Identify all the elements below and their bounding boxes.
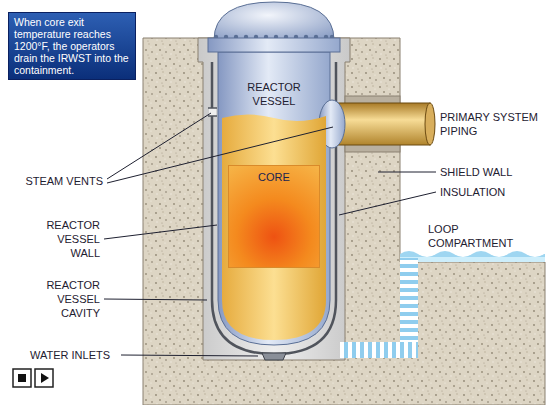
leader-lines [104,113,436,356]
pipe-end [425,103,435,145]
vessel-body [218,52,330,345]
water-channel [340,342,418,358]
part-label: WATER INLETS [30,348,110,362]
part-label: PRIMARY SYSTEM PIPING [440,110,545,138]
steam-vent [208,115,217,117]
note-box: When core exit temperature reaches 1200°… [8,12,136,80]
core-box-text: CORE [229,170,319,184]
part-label: LOOP COMPARTMENT [428,222,528,250]
note-box-text: When core exit temperature reaches 1200°… [14,16,130,76]
part-label: STEAM VENTS [25,174,103,188]
steam-vent [208,107,217,109]
player-controls [13,369,53,387]
vessel-flange [208,38,340,52]
core-box: CORE [228,165,320,268]
vessel-head [214,2,334,40]
part-label: REACTOR VESSEL WALL [38,218,100,260]
concrete-structure [143,38,545,405]
loop-water-band [400,257,545,262]
part-label: REACTOR VESSEL [234,80,314,108]
part-label: REACTOR VESSEL CAVITY [38,278,100,320]
steam-vent [209,108,216,116]
vessel-cavity [198,38,350,360]
part-label: INSULATION [440,185,505,199]
part-label: SHIELD WALL [440,165,512,179]
coolant-fill [222,115,326,341]
water-inlet [262,353,286,360]
loop-water [400,251,545,262]
